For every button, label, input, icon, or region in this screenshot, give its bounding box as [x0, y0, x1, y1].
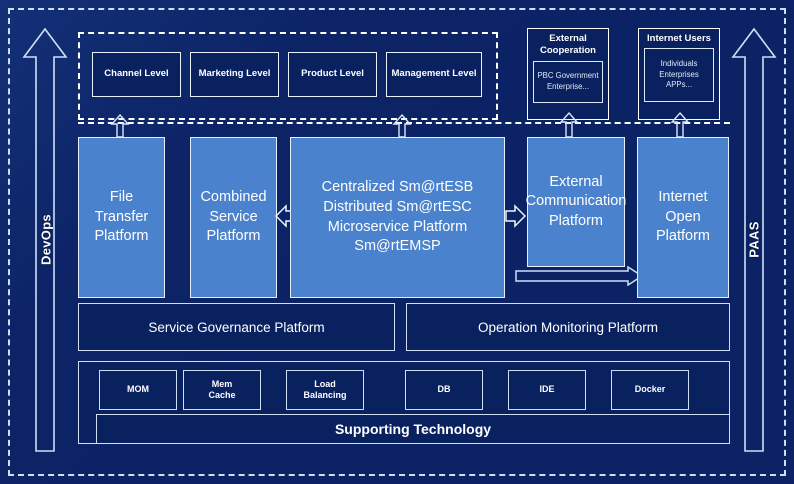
- platform-line-2: Distributed Sm@rtESC: [323, 198, 472, 215]
- external-cooperation-box[interactable]: External Cooperation PBC Government Ente…: [527, 28, 609, 120]
- external-cooperation-title: External Cooperation: [528, 33, 608, 57]
- up-arrow-internet-open: [670, 111, 690, 138]
- level-label: Product Level: [301, 68, 364, 80]
- platform-line-2: Service: [209, 208, 258, 225]
- title-line-2: Cooperation: [540, 44, 596, 56]
- platform-line-1: Combined: [200, 189, 267, 206]
- tech-label-line-2: Balancing: [303, 390, 347, 400]
- business-levels-container: Channel Level Marketing Level Product Le…: [78, 32, 498, 120]
- detail-line-1: PBC Government: [537, 71, 599, 81]
- external-cooperation-detail: PBC Government Enterprise...: [533, 60, 603, 103]
- level-box-product[interactable]: Product Level: [288, 52, 377, 97]
- tech-box-ide[interactable]: IDE: [508, 370, 586, 410]
- right-arrow-esb-to-external-comm: [505, 202, 527, 230]
- file-transfer-platform[interactable]: File Transfer Platform: [78, 137, 165, 298]
- level-label: Management Level: [391, 68, 477, 80]
- level-label: Channel Level: [104, 68, 169, 80]
- tech-box-load-balancing[interactable]: Load Balancing: [286, 370, 364, 410]
- title-line-1: Internet Users: [647, 33, 711, 44]
- supporting-technology-label: Supporting Technology: [334, 421, 492, 437]
- level-box-channel[interactable]: Channel Level: [92, 52, 181, 97]
- tech-label-line-2: Cache: [208, 390, 236, 400]
- operation-monitoring-platform-bar[interactable]: Operation Monitoring Platform: [406, 303, 730, 351]
- tech-label: MOM: [127, 384, 149, 395]
- detail-line-1: Individuals: [660, 59, 698, 69]
- paas-label: PAAS: [746, 221, 762, 258]
- tech-box-mem-cache[interactable]: Mem Cache: [183, 370, 261, 410]
- tech-label-line-1: Load: [314, 378, 336, 389]
- tech-label-line-1: Mem: [211, 378, 233, 389]
- up-arrow-file-transfer: [110, 113, 130, 138]
- combined-service-platform[interactable]: Combined Service Platform: [190, 137, 277, 298]
- bar-label: Service Governance Platform: [148, 319, 325, 335]
- platform-line-1: Centralized Sm@rtESB: [321, 179, 474, 196]
- tech-box-docker[interactable]: Docker: [611, 370, 689, 410]
- devops-up-arrow: [22, 26, 68, 454]
- internet-users-box[interactable]: Internet Users Individuals Enterprises A…: [638, 28, 720, 120]
- tech-label: DB: [437, 384, 451, 395]
- tech-label: Docker: [634, 384, 666, 395]
- internet-users-title: Internet Users: [639, 33, 719, 45]
- platform-line-1: Internet: [658, 189, 708, 206]
- platform-line-3: Platform: [206, 228, 261, 245]
- tech-box-db[interactable]: DB: [405, 370, 483, 410]
- tech-box-mom[interactable]: MOM: [99, 370, 177, 410]
- up-arrow-integration: [392, 113, 412, 138]
- tech-label: IDE: [539, 384, 555, 395]
- external-communication-platform[interactable]: External Communication Platform: [525, 137, 627, 267]
- platform-line-1: File: [109, 189, 134, 206]
- title-line-1: External: [549, 33, 587, 44]
- platform-line-2: Communication: [525, 193, 627, 210]
- level-box-management[interactable]: Management Level: [386, 52, 482, 97]
- level-label: Marketing Level: [198, 68, 271, 80]
- platform-line-3: Platform: [94, 228, 149, 245]
- level-box-marketing[interactable]: Marketing Level: [190, 52, 279, 97]
- bar-label: Operation Monitoring Platform: [477, 319, 659, 335]
- supporting-technology-bar[interactable]: Supporting Technology: [96, 414, 730, 444]
- platform-line-1: External: [549, 173, 603, 190]
- paas-up-arrow: [731, 26, 777, 454]
- internet-users-detail: Individuals Enterprises APPs...: [644, 47, 714, 102]
- devops-label: DevOps: [38, 214, 54, 265]
- layer-separator-dashed-line: [78, 122, 730, 124]
- up-arrow-external-communication: [559, 111, 579, 138]
- integration-platform[interactable]: Centralized Sm@rtESB Distributed Sm@rtES…: [290, 137, 505, 298]
- platform-line-3: Platform: [549, 212, 603, 229]
- platform-line-3: Microservice Platform Sm@rtEMSP: [327, 218, 468, 255]
- detail-line-2: Enterprises: [659, 69, 699, 79]
- detail-line-2: Enterprise...: [546, 81, 590, 91]
- platform-line-2: Transfer: [94, 208, 149, 225]
- right-arrow-to-internet-open-platform: [515, 265, 644, 288]
- outer-dashed-frame: [8, 8, 786, 476]
- detail-line-3: APPs...: [666, 80, 692, 90]
- platform-line-2: Open: [665, 208, 701, 225]
- service-governance-platform-bar[interactable]: Service Governance Platform: [78, 303, 395, 351]
- platform-line-3: Platform: [656, 228, 710, 245]
- internet-open-platform[interactable]: Internet Open Platform: [637, 137, 729, 298]
